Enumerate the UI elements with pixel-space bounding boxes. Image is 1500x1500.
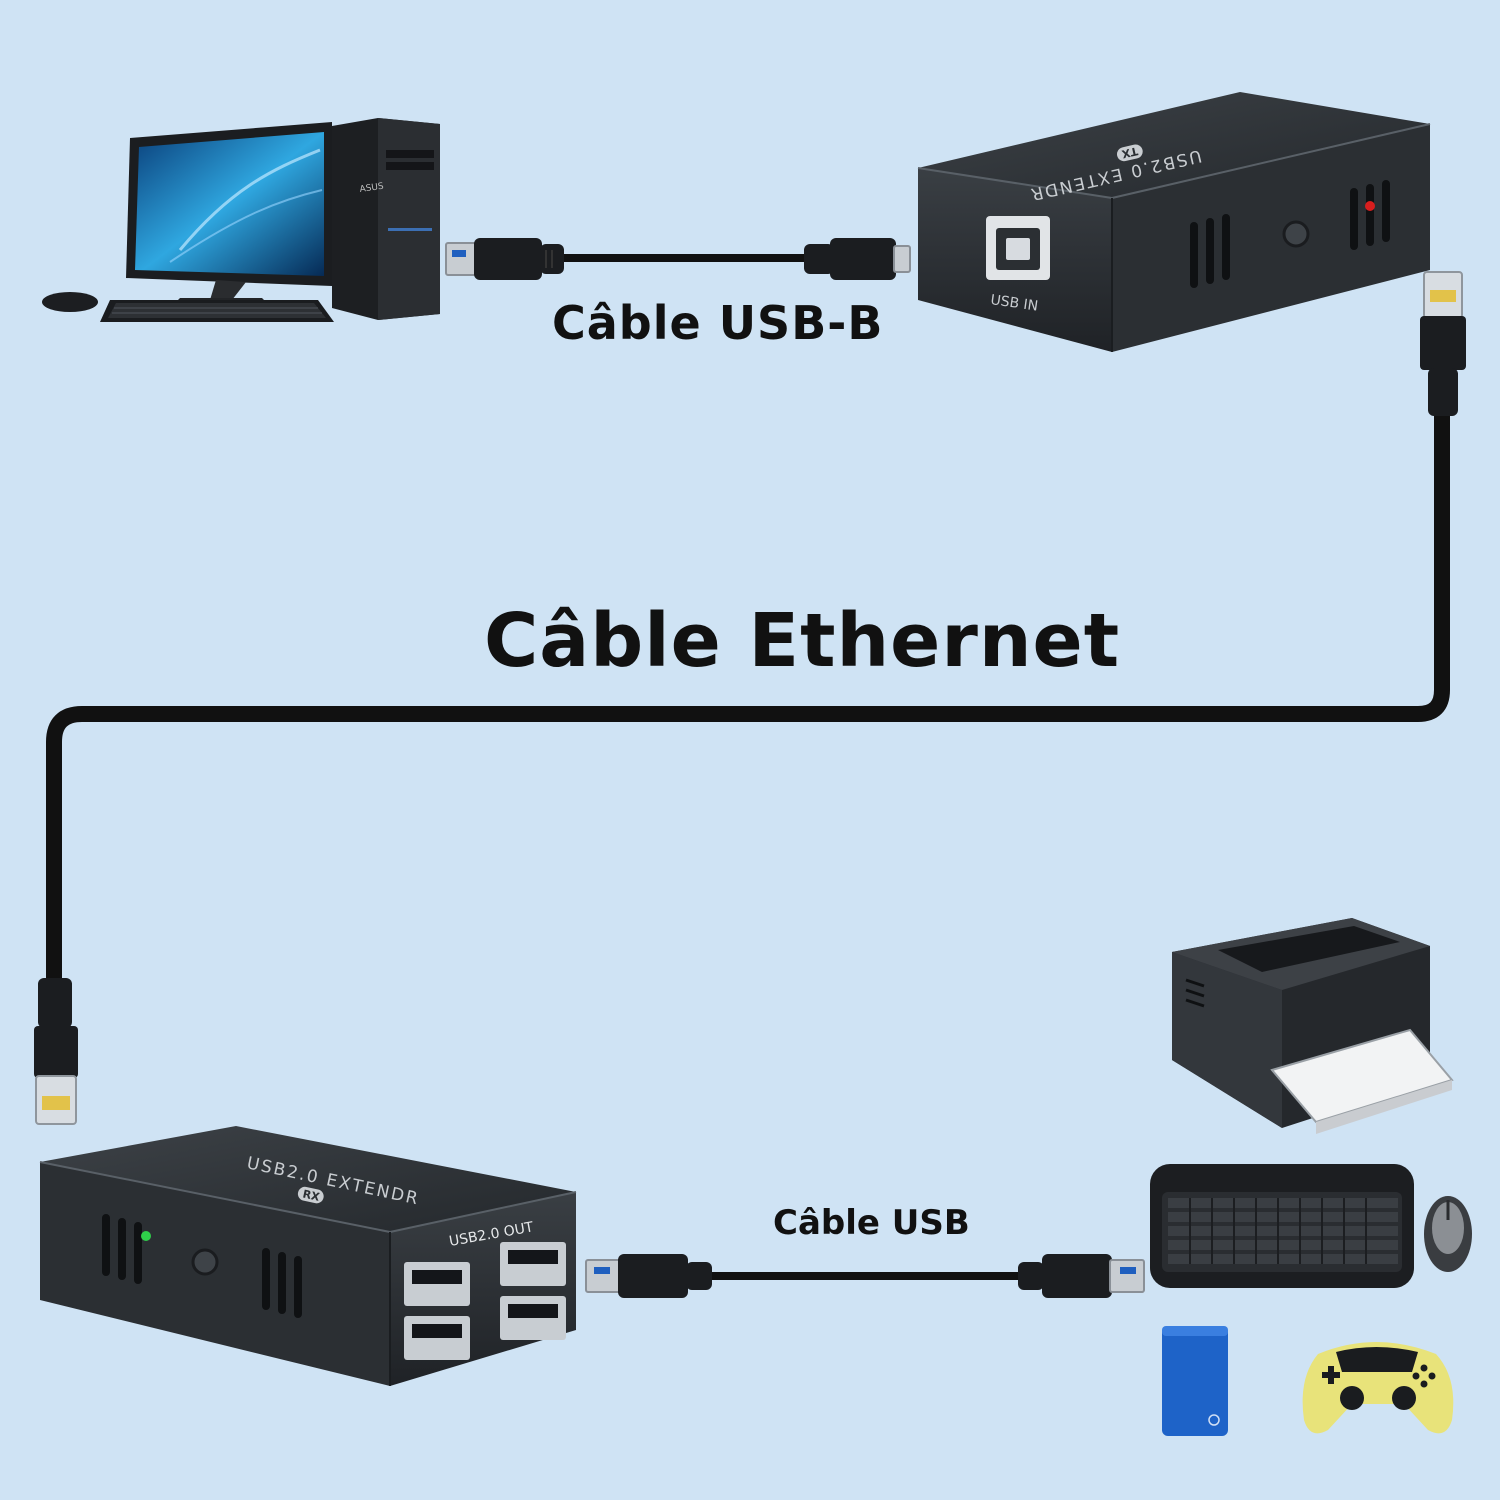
wireless-mouse [1424, 1196, 1472, 1272]
desktop-computer: ASUS [42, 118, 440, 322]
keyboard [100, 300, 334, 322]
transmitter-badge: TX [1120, 144, 1139, 160]
computer-mouse [42, 292, 98, 312]
usb-a-plug-receiver-side [585, 1254, 712, 1298]
usb-b-cable-label: Câble USB-B [552, 296, 884, 350]
printer [1172, 918, 1454, 1134]
usb-b-cable [445, 238, 911, 280]
receiver-vents [102, 1214, 302, 1318]
ethernet-cable [34, 271, 1466, 1125]
wireless-keyboard [1150, 1164, 1414, 1288]
computer-brand-label: ASUS [359, 182, 385, 195]
transmitter-status-led [1365, 201, 1375, 211]
receiver-status-led [141, 1231, 151, 1241]
transmitter-badge-background [1116, 144, 1143, 162]
transmitter-unit: USB2.0 EXTENDR TX USB IN [917, 92, 1431, 352]
usb-output-ports [404, 1242, 566, 1360]
receiver-badge: RX [302, 1188, 322, 1204]
usb-b-input-port [986, 216, 1050, 280]
receiver-screw [191, 1248, 219, 1276]
monitor [126, 122, 332, 306]
receiver-unit: USB2.0 EXTENDR RX USB2.0 OUT [39, 1126, 577, 1386]
pc-tower: ASUS [332, 118, 440, 320]
usb-a-plug-device-side [1018, 1254, 1145, 1298]
transmitter-vents [1190, 180, 1390, 288]
usb-a-plug-left [445, 238, 564, 280]
rj45-plug-top [1420, 271, 1466, 416]
transmitter-screw [1282, 220, 1310, 248]
usb-cable-label: Câble USB [773, 1203, 970, 1243]
receiver-badge-background [297, 1186, 324, 1204]
usb-cable [585, 1254, 1145, 1298]
transmitter-port-label: USB IN [989, 292, 1039, 314]
ethernet-cable-label: Câble Ethernet [484, 598, 1121, 684]
external-hard-drive [1162, 1326, 1228, 1436]
rj45-plug-bottom [34, 978, 78, 1125]
usb-b-plug-right [804, 238, 911, 280]
gamepad [1302, 1342, 1454, 1434]
